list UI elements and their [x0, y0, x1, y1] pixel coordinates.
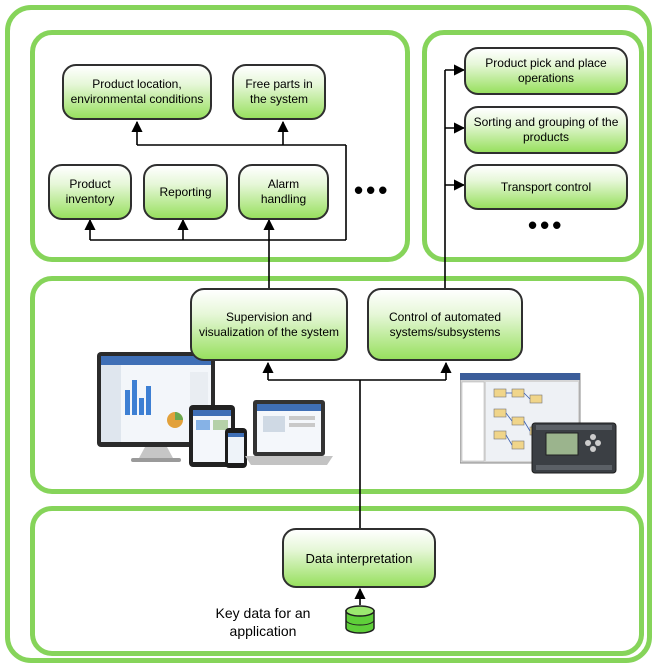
- supervision-visualization-node: Supervision and visualization of the sys…: [190, 288, 348, 361]
- reporting-node: Reporting: [143, 164, 228, 220]
- control-automated-systems-node: Control of automated systems/subsystems: [367, 288, 523, 361]
- more-control-ellipsis: •••: [528, 210, 565, 240]
- product-location-node: Product location, environmental conditio…: [62, 64, 212, 120]
- alarm-handling-node: Alarm handling: [238, 164, 329, 220]
- data-interpretation-node: Data interpretation: [282, 528, 436, 588]
- key-data-caption: Key data for an application: [215, 605, 311, 639]
- devices-illustration: [97, 352, 333, 468]
- plc-software-illustration: [460, 373, 617, 474]
- sorting-grouping-node: Sorting and grouping of the products: [464, 106, 628, 154]
- database-icon: [345, 605, 375, 634]
- transport-control-node: Transport control: [464, 164, 628, 210]
- product-inventory-node: Product inventory: [48, 164, 132, 220]
- pick-and-place-node: Product pick and place operations: [464, 47, 628, 95]
- more-functions-ellipsis: •••: [354, 175, 391, 205]
- free-parts-node: Free parts in the system: [232, 64, 326, 120]
